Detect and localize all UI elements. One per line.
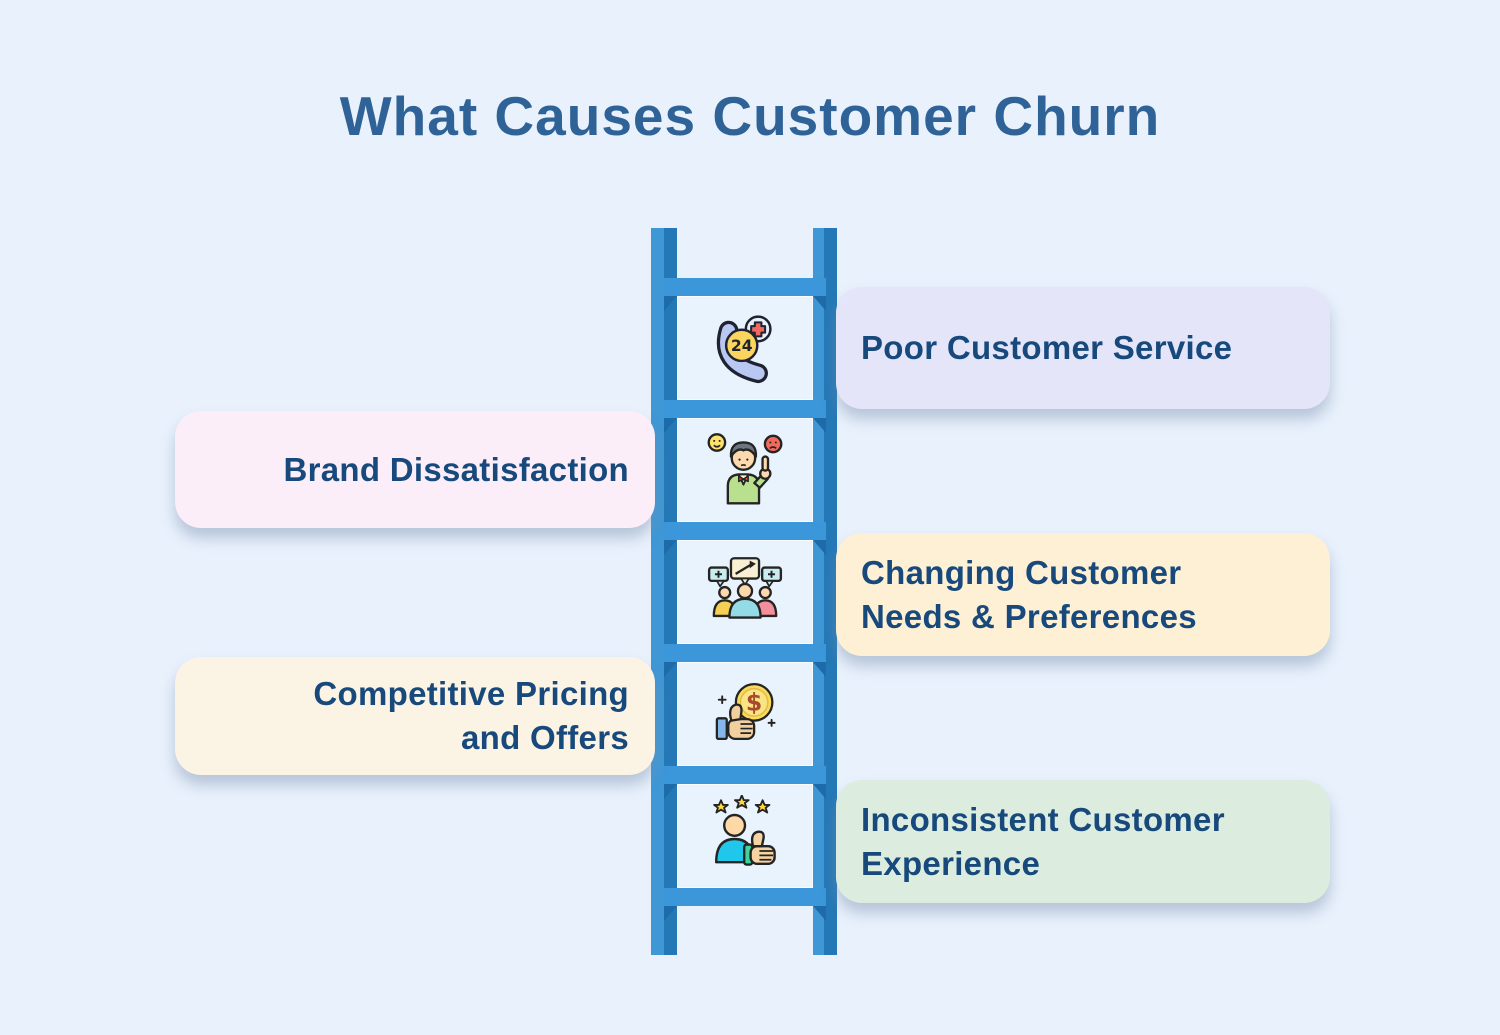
cause-card-poor-customer-service: Poor Customer Service [836, 287, 1330, 409]
thumbs-up-dollar-icon: $ [715, 682, 776, 740]
page-title: What Causes Customer Churn [339, 85, 1161, 147]
cause-card-brand-dissatisfaction: Brand Dissatisfaction [175, 411, 655, 528]
customer-feedback-icon [707, 433, 783, 505]
ladder-notches [664, 296, 826, 921]
svg-text:24: 24 [731, 337, 753, 355]
svg-text:$: $ [746, 689, 762, 717]
cause-label: Poor Customer Service [861, 329, 1233, 366]
rating-person-icon [713, 795, 776, 866]
phone-24-support-icon: 24 [716, 315, 772, 384]
ladder-rungs [664, 278, 826, 906]
group-discussion-icon [707, 557, 783, 619]
cause-label: Brand Dissatisfaction [283, 450, 629, 488]
